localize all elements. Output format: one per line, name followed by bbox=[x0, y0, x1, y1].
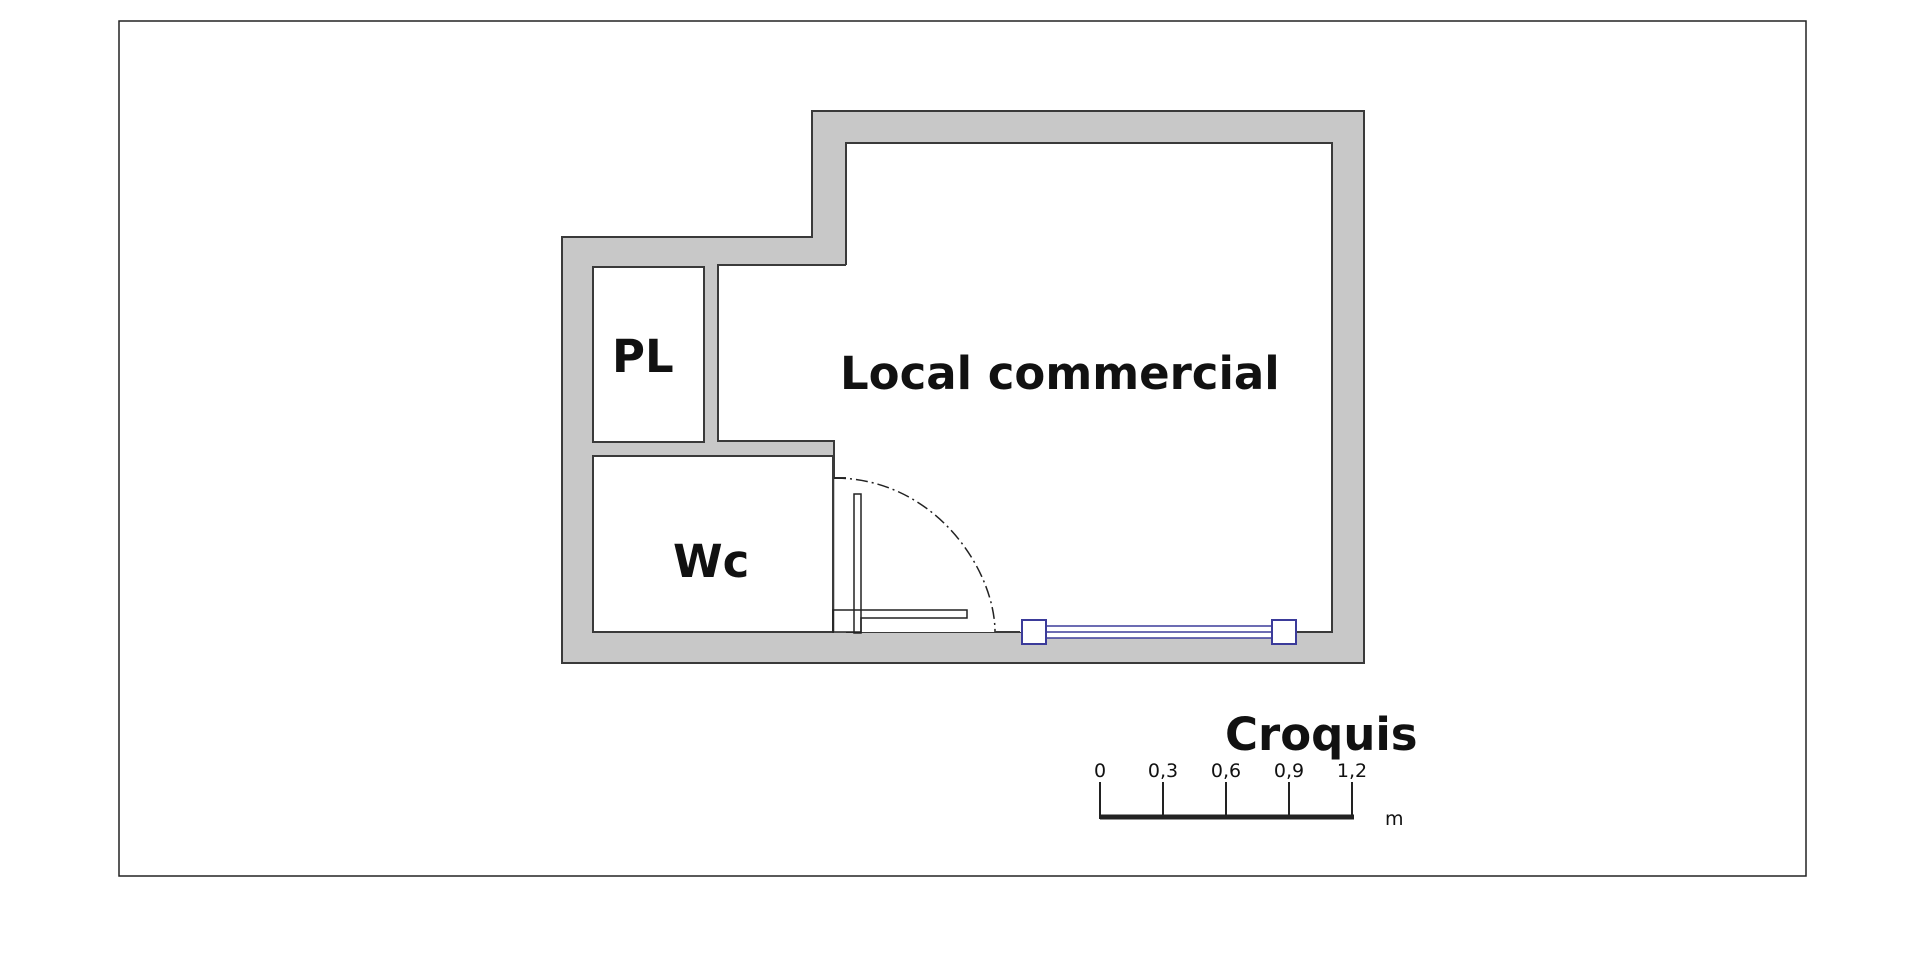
room-label-pl: PL bbox=[612, 330, 674, 383]
scale-label-4: 1,2 bbox=[1337, 760, 1367, 782]
room-wc bbox=[592, 455, 834, 633]
door-leaf bbox=[853, 493, 862, 634]
window-frame-right bbox=[1271, 619, 1297, 645]
drawing-frame bbox=[118, 20, 1807, 877]
scale-label-0: 0 bbox=[1094, 760, 1106, 782]
scale-label-3: 0,9 bbox=[1274, 760, 1304, 782]
window-frame-left bbox=[1021, 619, 1047, 645]
scale-label-2: 0,6 bbox=[1211, 760, 1241, 782]
room-pl bbox=[592, 266, 705, 443]
room-label-main: Local commercial bbox=[840, 347, 1280, 400]
west-wall-outline bbox=[561, 111, 846, 664]
room-label-wc: Wc bbox=[673, 535, 749, 588]
room-main-walls bbox=[845, 142, 1333, 633]
room-main-extension-fill bbox=[719, 266, 849, 440]
door-swing-arc bbox=[833, 477, 996, 633]
room-main bbox=[846, 143, 1332, 632]
sketch-title: Croquis bbox=[1225, 708, 1418, 761]
scale-unit: m bbox=[1385, 808, 1404, 830]
door-opening bbox=[835, 479, 849, 632]
door-leaf-frame bbox=[832, 609, 968, 633]
scale-bar: 0 0,3 0,6 0,9 1,2 m bbox=[1094, 760, 1404, 830]
scale-label-1: 0,3 bbox=[1148, 760, 1178, 782]
